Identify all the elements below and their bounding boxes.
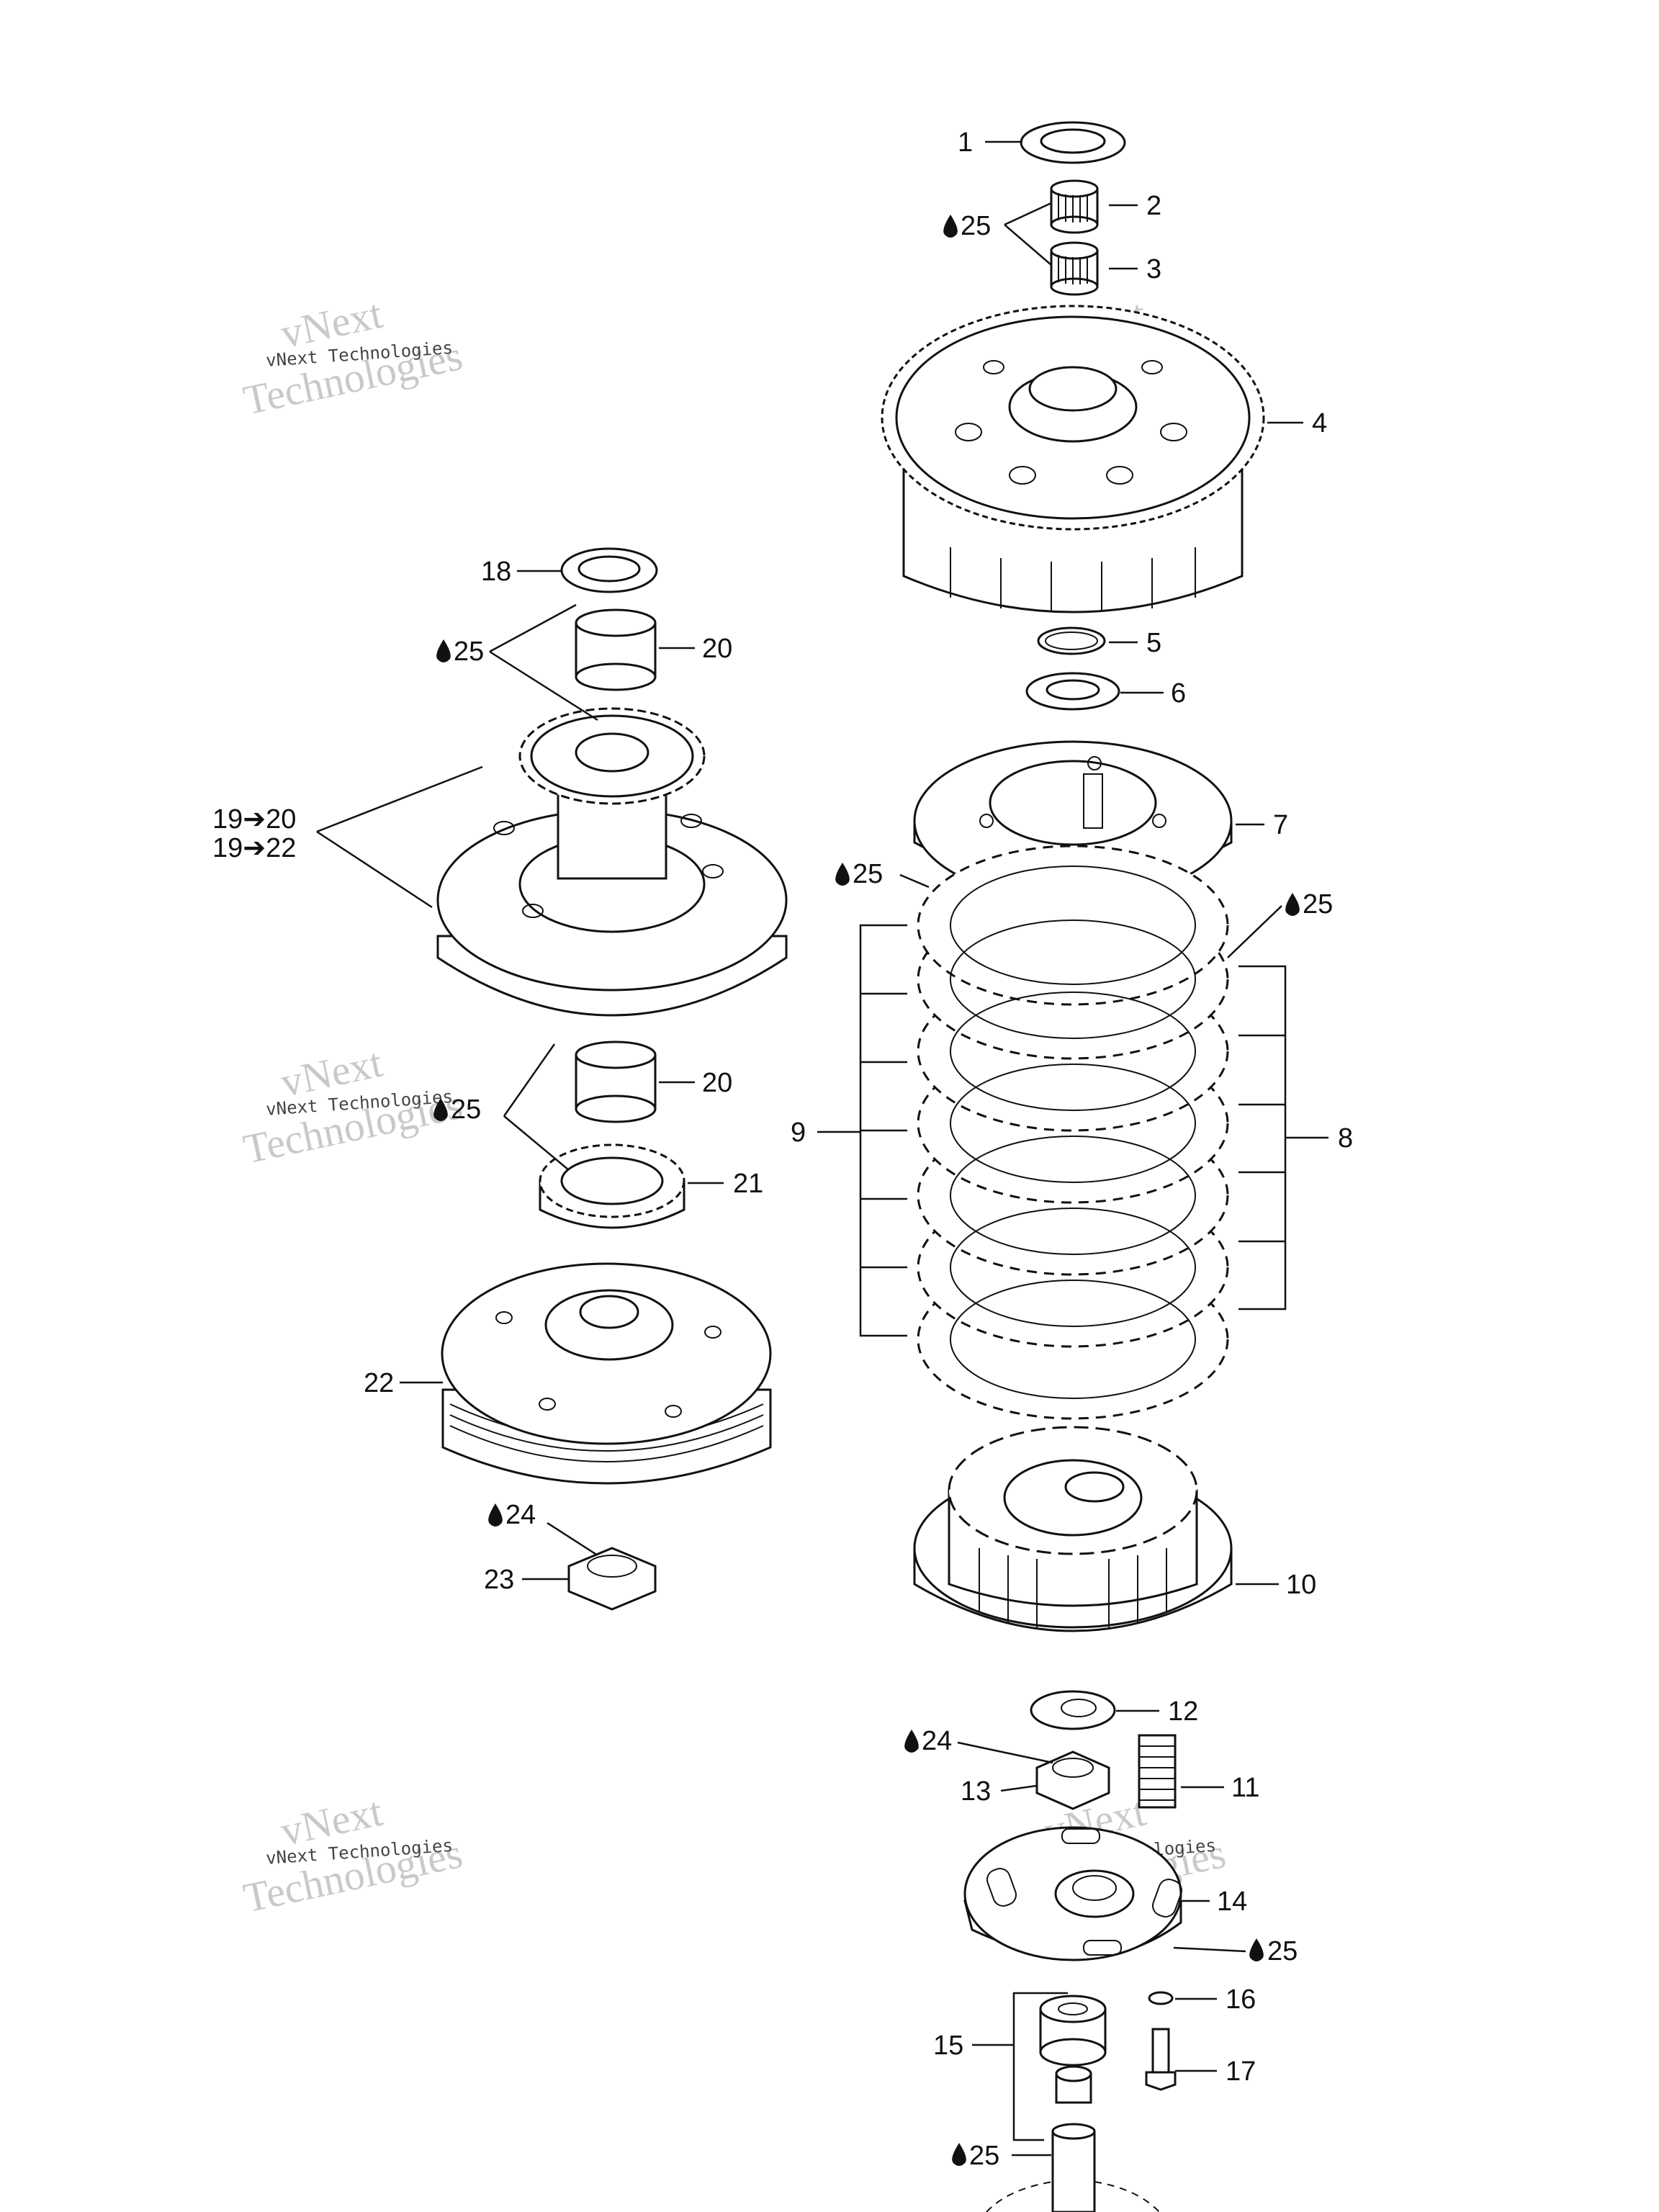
watermark-top-left: vNext Technologies vNext Technologies xyxy=(239,290,466,424)
callout-20-upper: 20 xyxy=(702,634,732,664)
callout-3: 3 xyxy=(1146,254,1161,284)
part-8-9-clutch-disc-stack xyxy=(917,845,1229,1420)
callout-19-to-20: 19➔20 xyxy=(212,804,296,835)
part-6-washer xyxy=(1025,672,1120,711)
part-15-bearing-assembly xyxy=(1039,1995,1107,2104)
oil-drop-icons xyxy=(433,215,1300,2166)
callout-oil-25-d: 25 xyxy=(454,637,484,667)
callout-16: 16 xyxy=(1226,1984,1256,2015)
callout-6: 6 xyxy=(1171,678,1186,709)
callout-18: 18 xyxy=(481,557,511,587)
part-13-nut xyxy=(1035,1750,1110,1810)
part-3-needle-bearing xyxy=(1050,241,1099,296)
part-16-small-washer xyxy=(1148,1991,1174,2005)
callout-oil-25-e: 25 xyxy=(451,1094,481,1125)
leader-lines xyxy=(316,140,1328,2157)
callout-oil-25-f: 25 xyxy=(1267,1936,1298,1966)
part-19-starter-clutch-housing xyxy=(436,707,788,1017)
callout-13: 13 xyxy=(961,1776,991,1807)
oil-drop-icon xyxy=(1249,1938,1264,1961)
callout-20-lower: 20 xyxy=(702,1068,732,1098)
part-1-thrust-washer xyxy=(1020,121,1126,164)
callout-10: 10 xyxy=(1286,1570,1316,1600)
callout-1: 1 xyxy=(958,127,973,158)
oil-drop-icon xyxy=(835,863,850,886)
part-10-clutch-hub xyxy=(913,1426,1233,1632)
oil-drop-icon xyxy=(436,639,451,662)
part-11-spring xyxy=(1138,1734,1177,1809)
part-20-bushing-lower xyxy=(575,1040,657,1123)
oil-drop-icon xyxy=(488,1503,503,1527)
callout-2: 2 xyxy=(1146,191,1161,221)
callout-11: 11 xyxy=(1231,1773,1259,1803)
callout-19-to-22: 19➔22 xyxy=(212,833,296,863)
callout-15: 15 xyxy=(933,2031,963,2061)
part-17-bolt xyxy=(1145,2028,1177,2091)
callout-4: 4 xyxy=(1312,408,1327,439)
part-18-thrust-washer xyxy=(560,547,658,593)
callout-oil-25-g: 25 xyxy=(969,2141,999,2171)
part-5-o-ring xyxy=(1037,626,1106,655)
oil-drop-icon xyxy=(943,215,958,238)
part-23-nut xyxy=(567,1547,657,1611)
callout-oil-25-a: 25 xyxy=(961,211,991,241)
part-22-driven-gear-assembly xyxy=(441,1262,772,1485)
watermark-bottom-left: vNext Technologies vNext Technologies xyxy=(239,1788,466,1922)
callout-labels: 1 2 3 25 4 5 6 7 25 25 8 9 10 12 24 11 1… xyxy=(212,127,1353,2171)
part-4-clutch-housing-gear xyxy=(881,305,1265,613)
callout-oil-25-c: 25 xyxy=(1303,889,1333,920)
callout-7: 7 xyxy=(1273,810,1288,840)
callout-22: 22 xyxy=(364,1368,394,1398)
oil-drop-icon xyxy=(433,1098,448,1121)
part-20-bushing-upper xyxy=(575,608,657,691)
callout-8: 8 xyxy=(1338,1123,1353,1154)
callout-5: 5 xyxy=(1146,628,1161,658)
callout-14: 14 xyxy=(1217,1887,1247,1917)
callout-9: 9 xyxy=(791,1118,806,1148)
oil-drop-icon xyxy=(904,1730,919,1753)
part-21-sprag-clutch xyxy=(539,1143,685,1229)
callout-oil-24-a: 24 xyxy=(505,1500,536,1530)
oil-drop-icon xyxy=(952,2143,966,2166)
callout-12: 12 xyxy=(1168,1696,1198,1727)
callout-23: 23 xyxy=(484,1565,514,1595)
callout-17: 17 xyxy=(1226,2056,1256,2087)
main-shaft xyxy=(986,2123,1160,2212)
callout-oil-24-b: 24 xyxy=(922,1726,952,1756)
part-14-spring-plate xyxy=(963,1826,1182,1961)
part-12-lock-washer xyxy=(1030,1690,1116,1730)
watermark-mid-left: vNext Technologies vNext Technologies xyxy=(239,1039,466,1173)
callout-21: 21 xyxy=(733,1169,763,1199)
part-2-needle-bearing xyxy=(1050,179,1099,234)
oil-drop-icon xyxy=(1285,893,1300,916)
callout-oil-25-b: 25 xyxy=(853,859,883,889)
